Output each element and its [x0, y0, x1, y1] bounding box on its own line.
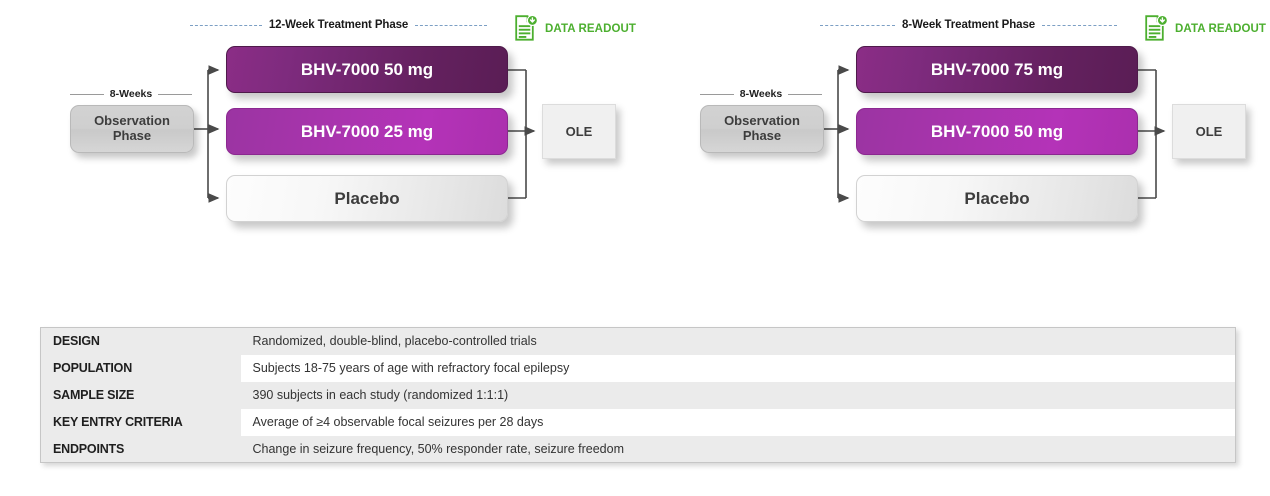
table-row: POPULATION Subjects 18-75 years of age w… [40, 354, 1236, 382]
trial-diagram-1: 12-Week Treatment Phase DATA READOUT 8-W [30, 0, 650, 250]
weeks-dash-right-1 [158, 93, 193, 95]
data-readout-label-1: DATA READOUT [545, 22, 637, 35]
weeks-header-2: 8-Weeks [700, 88, 823, 100]
table-row-value: Change in seizure frequency, 50% respond… [240, 435, 1236, 463]
phase-label-2: 8-Week Treatment Phase [901, 19, 1036, 31]
weeks-header-1: 8-Weeks [70, 88, 193, 100]
treatment-arm-label-2-3: Placebo [964, 188, 1030, 208]
ole-label-2: OLE [1195, 124, 1223, 139]
table-row-value: Subjects 18-75 years of age with refract… [240, 354, 1236, 382]
table-row: ENDPOINTS Change in seizure frequency, 5… [40, 435, 1236, 463]
study-summary-table: DESIGN Randomized, double-blind, placebo… [40, 327, 1236, 463]
phase-label-1: 12-Week Treatment Phase [268, 19, 409, 31]
treatment-arm-label-2-1: BHV-7000 75 mg [930, 59, 1064, 79]
study-summary-table-body: DESIGN Randomized, double-blind, placebo… [40, 327, 1236, 463]
treatment-arm-label-2-2: BHV-7000 50 mg [930, 121, 1064, 141]
treatment-arm-box-1-1[interactable]: BHV-7000 50 mg [226, 46, 508, 93]
treatment-arm-label-1-1: BHV-7000 50 mg [300, 59, 434, 79]
table-row-key: ENDPOINTS [40, 435, 241, 463]
weeks-dash-left-1 [70, 93, 104, 95]
data-readout-2: DATA READOUT [1144, 15, 1266, 42]
phase-dash-left-2 [820, 24, 895, 26]
treatment-arm-box-1-2[interactable]: BHV-7000 25 mg [226, 108, 508, 155]
treatment-arm-label-1-2: BHV-7000 25 mg [300, 121, 434, 141]
weeks-label-2: 8-Weeks [739, 88, 783, 100]
table-row: KEY ENTRY CRITERIA Average of ≥4 observa… [40, 408, 1236, 436]
treatment-arm-box-1-3[interactable]: Placebo [226, 175, 508, 222]
table-row-key: SAMPLE SIZE [40, 381, 241, 409]
table-row-key: POPULATION [40, 354, 241, 382]
table-row: DESIGN Randomized, double-blind, placebo… [40, 327, 1236, 355]
weeks-dash-left-2 [700, 93, 734, 95]
phase-dash-left-1 [190, 24, 262, 26]
table-row-key: KEY ENTRY CRITERIA [40, 408, 241, 436]
data-readout-label-2: DATA READOUT [1175, 22, 1267, 35]
table-row-value: Average of ≥4 observable focal seizures … [240, 408, 1236, 436]
document-download-icon [515, 15, 538, 41]
treatment-arm-box-2-3[interactable]: Placebo [856, 175, 1138, 222]
treatment-arm-box-2-2[interactable]: BHV-7000 50 mg [856, 108, 1138, 155]
data-readout-1: DATA READOUT [514, 15, 636, 42]
phase-dash-right-2 [1042, 24, 1117, 26]
weeks-dash-right-2 [788, 93, 823, 95]
table-row-value: Randomized, double-blind, placebo-contro… [240, 327, 1236, 355]
document-download-icon [1145, 15, 1168, 41]
weeks-label-1: 8-Weeks [109, 88, 153, 100]
trial-diagram-2: 8-Week Treatment Phase DATA READOUT 8-We [660, 0, 1270, 250]
phase-header-2: 8-Week Treatment Phase [820, 19, 1117, 31]
ole-label-1: OLE [565, 124, 593, 139]
table-row: SAMPLE SIZE 390 subjects in each study (… [40, 381, 1236, 409]
phase-dash-right-1 [415, 24, 488, 26]
table-row-value: 390 subjects in each study (randomized 1… [240, 381, 1236, 409]
treatment-arm-label-1-3: Placebo [334, 188, 400, 208]
phase-header-1: 12-Week Treatment Phase [190, 19, 488, 31]
treatment-arm-box-2-1[interactable]: BHV-7000 75 mg [856, 46, 1138, 93]
ole-box-1[interactable]: OLE [542, 104, 616, 159]
table-row-key: DESIGN [40, 327, 241, 355]
ole-box-2[interactable]: OLE [1172, 104, 1246, 159]
